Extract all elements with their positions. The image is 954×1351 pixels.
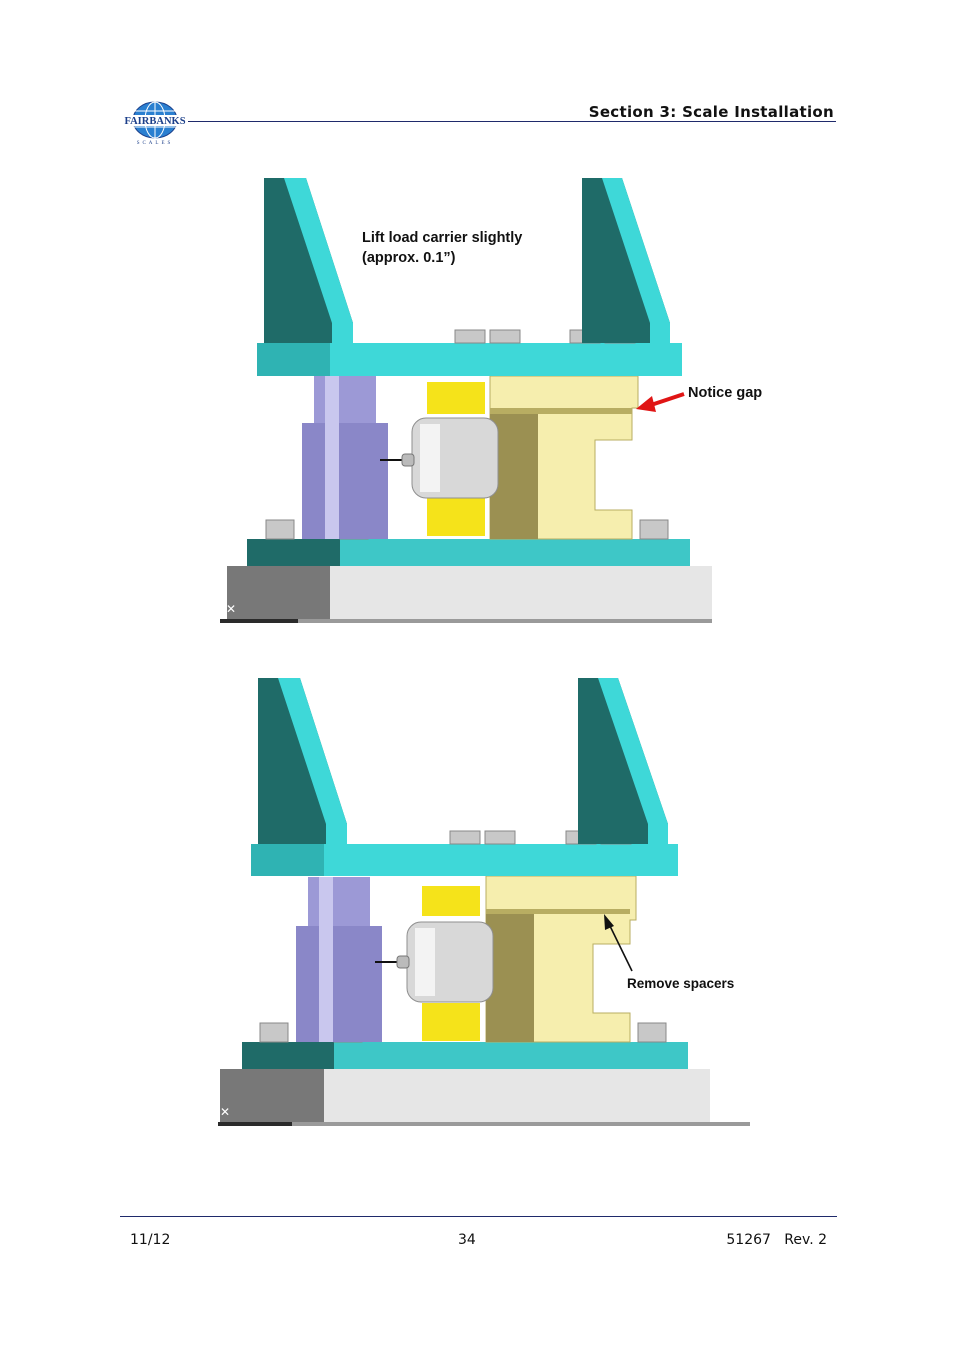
header-rule <box>188 121 836 122</box>
svg-text:✕: ✕ <box>220 1105 230 1119</box>
document-revision: 51267 Rev. 2 <box>726 1232 827 1248</box>
lift-note-line-1: Lift load carrier slightly <box>362 230 523 246</box>
svg-text:FAIRBANKS: FAIRBANKS <box>124 116 185 127</box>
page-number: 34 <box>458 1232 476 1248</box>
footer-date: 11/12 <box>130 1232 171 1248</box>
remove-spacers-label: Remove spacers <box>627 976 735 991</box>
figure-remove-spacers: ✕ <box>218 668 758 1130</box>
svg-text:✕: ✕ <box>226 602 236 616</box>
notice-gap-label: Notice gap <box>688 385 763 401</box>
section-title: Section 3: Scale Installation <box>588 103 834 121</box>
fairbanks-logo: FAIRBANKS SCALES <box>124 101 186 146</box>
footer-rule <box>120 1216 837 1217</box>
figure-lift-load-carrier: ✕ <box>220 168 720 628</box>
lift-note-line-2: (approx. 0.1”) <box>362 250 456 266</box>
svg-text:SCALES: SCALES <box>137 141 174 146</box>
lift-load-carrier-note: Lift load carrier slightly (approx. 0.1”… <box>362 228 522 268</box>
